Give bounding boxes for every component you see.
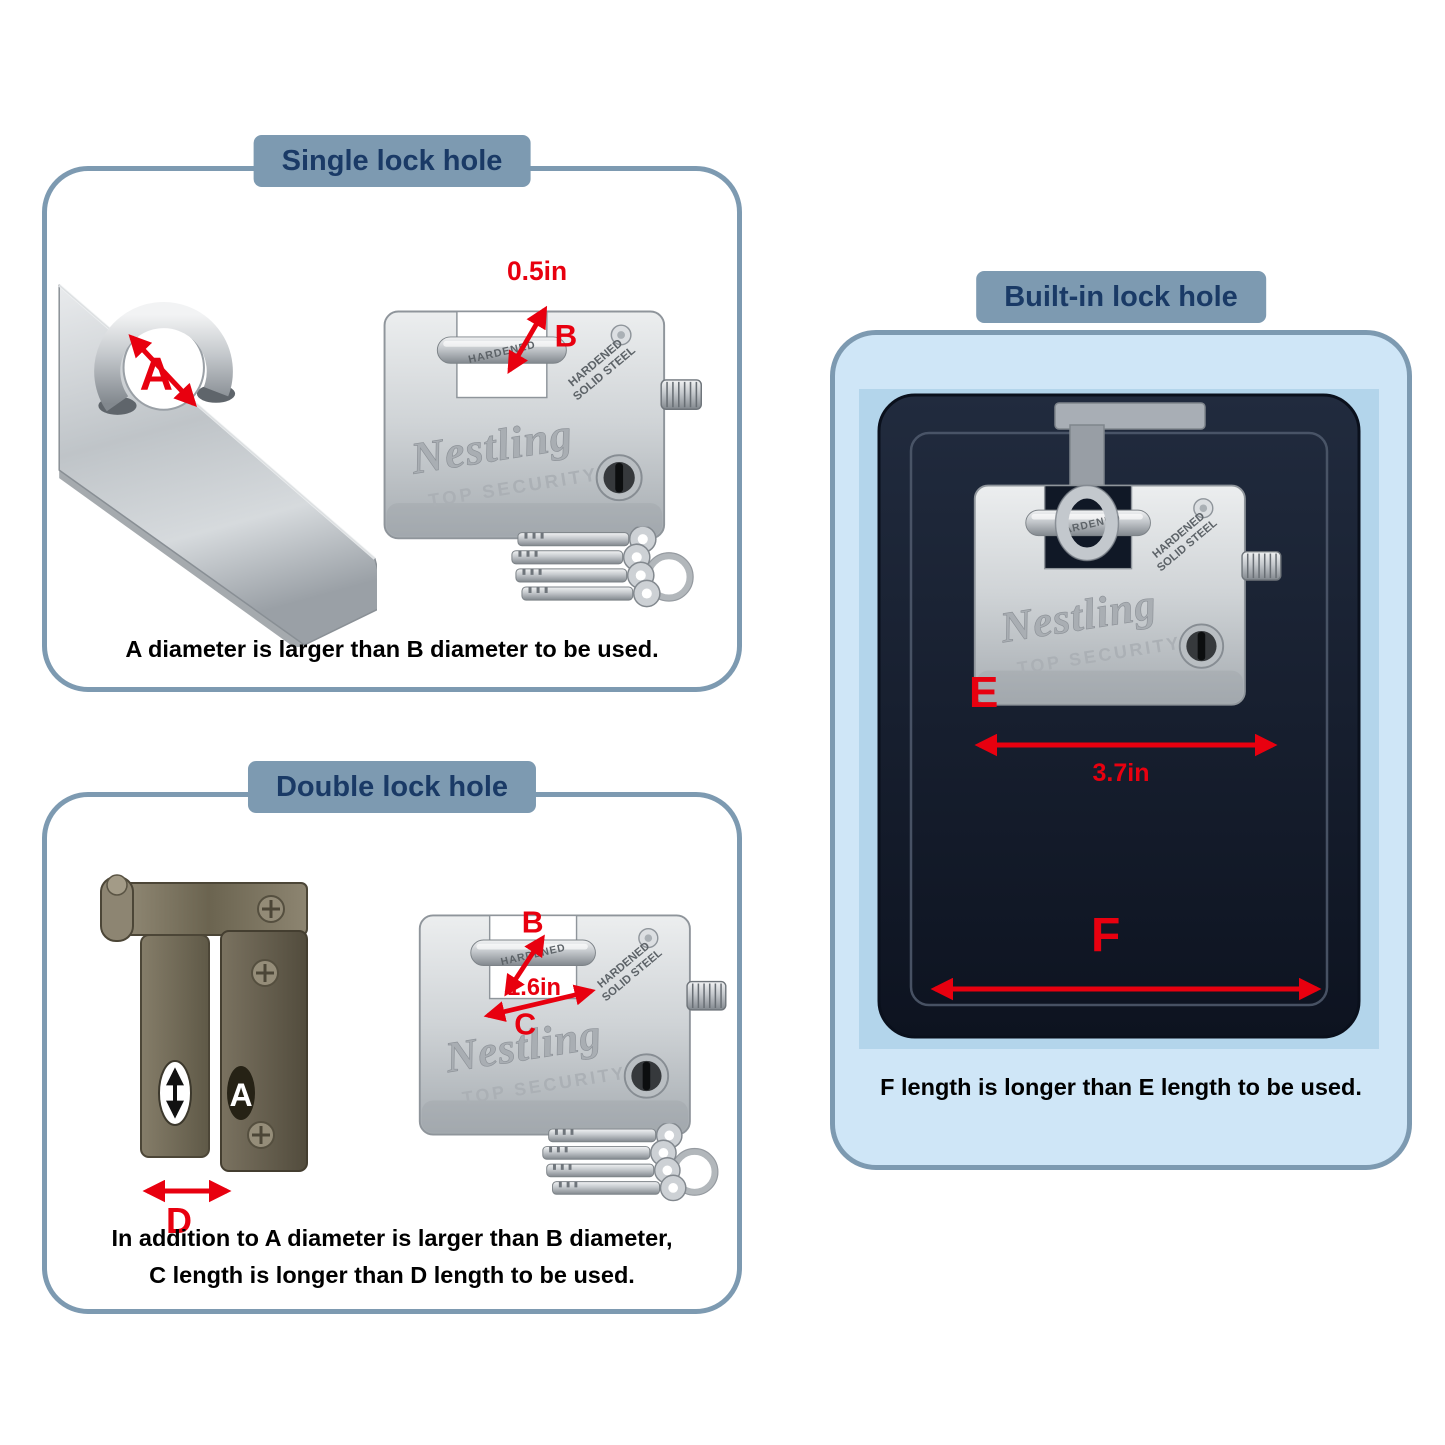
b-diameter-arrow [504,934,545,997]
panel-double-lock-hole: Double lock hole [42,761,742,1314]
label-a: A [229,1077,252,1113]
double-caption: In addition to A diameter is larger than… [47,1220,737,1295]
double-caption-line2: C length is longer than D length to be u… [149,1262,635,1289]
label-c: C [514,1008,536,1041]
single-hasp-photo: A [58,284,377,647]
screw-top [257,895,285,923]
panel-title: Built-in lock hole [1004,280,1238,313]
label-d: D [166,1200,192,1241]
lockbox-inner-rim [909,431,1329,1007]
label-f: F [1091,909,1120,962]
staple-loop [94,302,233,412]
label-b-size: 0.5in [507,256,567,286]
installed-padlock [973,484,1282,706]
right-plate-hole [227,1066,255,1120]
label-e-size: 3.7in [1093,759,1150,787]
label-a: A [140,348,173,400]
panel-title-badge: Single lock hole [253,135,531,187]
label-e: E [969,668,998,717]
staple-loop [1055,485,1119,561]
left-plate [140,934,210,1158]
c-length-arrow [483,984,596,1022]
panel-title: Double lock hole [275,770,509,803]
single-caption: A diameter is larger than B diameter to … [125,636,659,663]
panel-title-badge: Built-in lock hole [976,271,1266,323]
hinge-pin [106,874,128,896]
panel-title: Single lock hole [281,144,503,177]
lockbox-photo: E 3.7in F [859,389,1379,1049]
a-diameter-arrow [128,334,197,408]
label-c-size: 1.6in [507,975,561,1001]
staple-loop-edge [1054,484,1120,562]
mounting-bracket-arm [1054,402,1206,430]
screw-plate-lower [247,1121,275,1149]
b-diameter-arrow [507,305,548,374]
double-caption-line1: In addition to A diameter is larger than… [111,1224,673,1251]
panel-single-lock-hole: Single lock hole A 0.5in B A diameter is… [42,135,742,692]
double-hasp-photo: A D [100,874,308,1241]
double-padlock-photo: B 1.6in C [418,906,727,1231]
panel-title-badge: Double lock hole [247,761,537,813]
label-b: B [555,319,578,354]
label-b: B [522,906,544,939]
single-padlock-photo: 0.5in B [383,256,703,638]
builtin-caption: F length is longer than E length to be u… [880,1074,1362,1101]
screw-plate-upper [251,959,279,987]
plate-edge-shadow [59,470,305,647]
panel-builtin-lock-hole: Built-in lock hole E 3.7in F F length is… [830,271,1412,1170]
